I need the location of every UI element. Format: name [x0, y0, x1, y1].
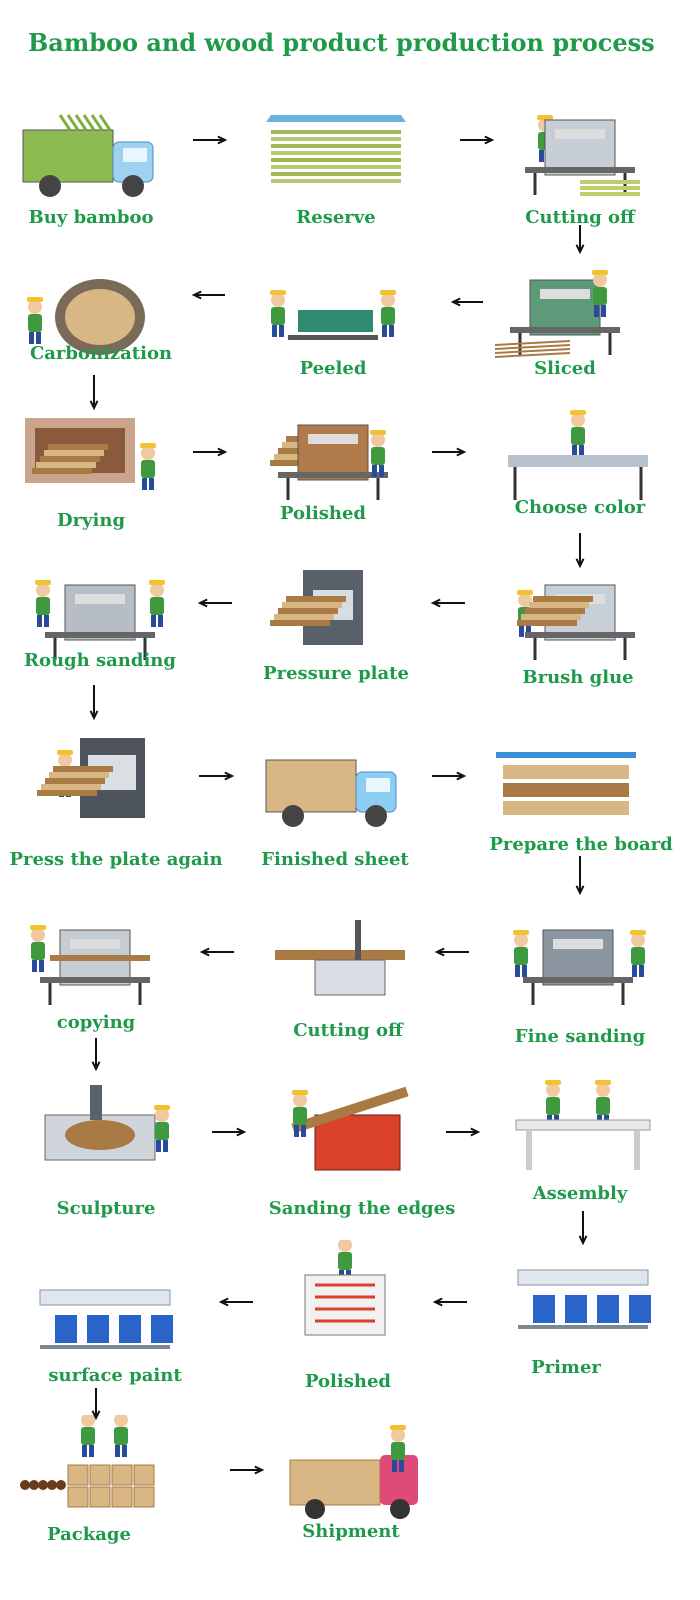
fine-sanding-icon [513, 929, 646, 1005]
sorting-table-icon [508, 410, 648, 500]
glue-machine-icon [517, 584, 635, 660]
flow-arrow [430, 598, 465, 608]
step-label: Sanding the edges [268, 1198, 456, 1219]
step-label: surface paint [48, 1365, 182, 1386]
panel-saw-icon [275, 920, 405, 996]
step-label: Sculpture [56, 1198, 156, 1219]
flow-arrow [432, 1297, 467, 1307]
flow-arrow [91, 1388, 101, 1421]
step-label: Peeled [299, 358, 367, 379]
flow-arrow [199, 771, 235, 781]
cnc-engraver-icon [44, 1085, 170, 1161]
flow-arrow [218, 1297, 253, 1307]
flow-arrow [432, 771, 467, 781]
step-label: Polished [280, 503, 366, 524]
step-label: Carbonization [29, 343, 173, 364]
flow-arrow [91, 1038, 101, 1072]
step-label: Choose color [514, 497, 646, 518]
step-label: Prepare the board [489, 834, 673, 855]
step-label: Sliced [534, 358, 596, 379]
paint-line-icon [39, 1289, 173, 1349]
drying-room-icon [25, 418, 156, 490]
bamboo-storage-icon [266, 115, 406, 183]
copying-router-icon [30, 925, 150, 1005]
flow-arrow [446, 1127, 481, 1137]
step-label: Press the plate again [9, 849, 223, 870]
sheet-truck-icon [265, 759, 397, 827]
carbonization-kiln-icon [27, 279, 145, 355]
polishing-rack-icon [304, 1240, 386, 1336]
flow-arrow [193, 135, 228, 145]
flow-arrow [460, 135, 495, 145]
flow-arrow [432, 447, 467, 457]
hot-press-icon [37, 738, 145, 818]
peeling-machine-icon [270, 290, 396, 340]
assembly-table-icon [515, 1080, 651, 1170]
flow-arrow [212, 1127, 247, 1137]
flow-arrow [575, 856, 585, 896]
step-label: Primer [531, 1357, 601, 1378]
step-label: Buy bamboo [28, 207, 154, 228]
step-label: Rough sanding [24, 650, 176, 671]
step-label: Package [47, 1524, 131, 1545]
press-machine-icon [270, 570, 363, 645]
step-label: copying [56, 1012, 136, 1033]
shipment-truck-icon [289, 1425, 418, 1519]
step-label: Fine sanding [514, 1026, 646, 1047]
packaging-icon [20, 1415, 155, 1508]
flow-arrow [199, 947, 234, 957]
step-label: Brush glue [522, 667, 634, 688]
step-label: Drying [56, 510, 126, 531]
flow-arrow [578, 1211, 588, 1246]
edge-sander-icon [291, 1086, 409, 1171]
step-label: Pressure plate [263, 663, 409, 684]
sanding-machine-icon [35, 580, 165, 660]
flow-arrow [197, 598, 232, 608]
slicing-machine-icon [494, 270, 620, 358]
flow-arrow [191, 290, 225, 300]
flow-arrow [230, 1465, 265, 1475]
step-label: Polished [305, 1371, 391, 1392]
flow-arrow [575, 533, 585, 569]
step-label: Shipment [302, 1521, 400, 1542]
page-title: Bamboo and wood product production proce… [28, 28, 655, 57]
flow-arrow [89, 685, 99, 721]
step-label: Cutting off [525, 207, 635, 228]
polishing-machine-icon [270, 424, 388, 500]
worker-cutting-icon [525, 115, 640, 196]
flow-arrow [193, 447, 228, 457]
step-label: Finished sheet [261, 849, 409, 870]
step-label: Reserve [296, 207, 376, 228]
truck-bamboo-icon [22, 114, 154, 197]
step-label: Cutting off [293, 1020, 403, 1041]
board-rack-icon [496, 752, 636, 815]
flow-arrow [450, 297, 483, 307]
primer-line-icon [517, 1269, 651, 1329]
flow-arrow [575, 225, 585, 255]
flow-arrow [89, 375, 99, 411]
flow-arrow [434, 947, 469, 957]
step-label: Assembly [532, 1183, 628, 1204]
